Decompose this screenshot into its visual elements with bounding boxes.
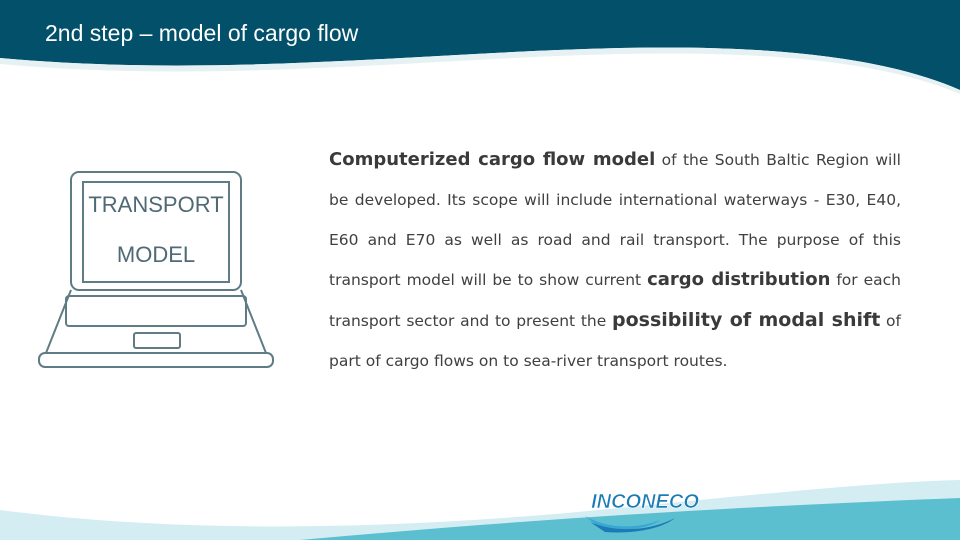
page-title: 2nd step – model of cargo flow [45,20,359,46]
highlight-cargo-flow-model: Computerized cargo flow model [329,149,656,170]
header-banner [0,0,960,94]
logo-text: INCONECO [591,491,699,513]
laptop-screen-line1: TRANSPORT [88,192,223,217]
footer-wave [0,480,960,540]
paragraph-text-1: of the South Baltic Region will be devel… [329,151,901,289]
paragraph-text-3: of part of cargo flows on to sea-river t… [329,312,902,370]
laptop-icon: TRANSPORT MODEL [38,171,274,368]
description-paragraph: Computerized cargo flow model of the Sou… [329,140,901,381]
inconeco-logo: INCONECO [585,491,700,533]
highlight-modal-shift: possibility of modal shift [611,309,881,331]
paragraph-text-2: for each transport sector and to present… [329,271,901,330]
wave-logo-icon [585,516,660,530]
laptop-screen-line2: MODEL [117,242,195,267]
highlight-cargo-distribution: cargo distribution [647,269,831,290]
